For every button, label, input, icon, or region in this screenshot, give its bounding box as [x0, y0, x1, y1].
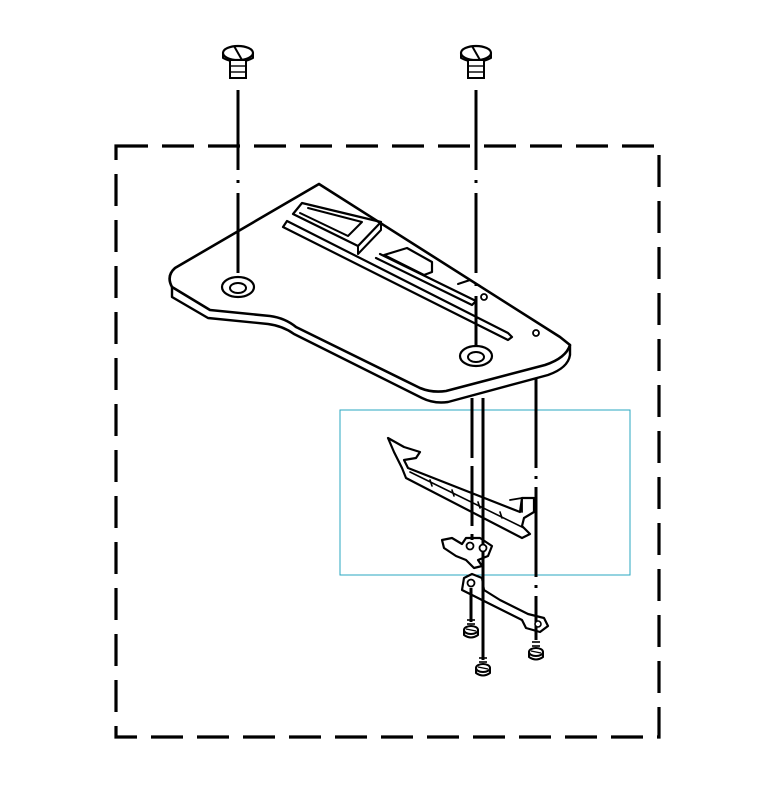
- needle-plate-icon: [168, 182, 572, 404]
- top-screw-left-icon: [221, 44, 255, 79]
- highlighted-subassembly: [339, 409, 631, 576]
- small-bracket-icon: [440, 536, 494, 570]
- assembly-boundary: [114, 144, 661, 739]
- assembly-axis-lines: [236, 90, 538, 660]
- small-screw-icon: [475, 657, 491, 677]
- small-screw-icon: [528, 641, 544, 661]
- lower-link-plate-icon: [460, 572, 550, 634]
- small-screw-icon: [463, 619, 479, 639]
- top-screw-right-icon: [459, 44, 493, 79]
- thread-trimmer-blade-icon: [386, 436, 536, 540]
